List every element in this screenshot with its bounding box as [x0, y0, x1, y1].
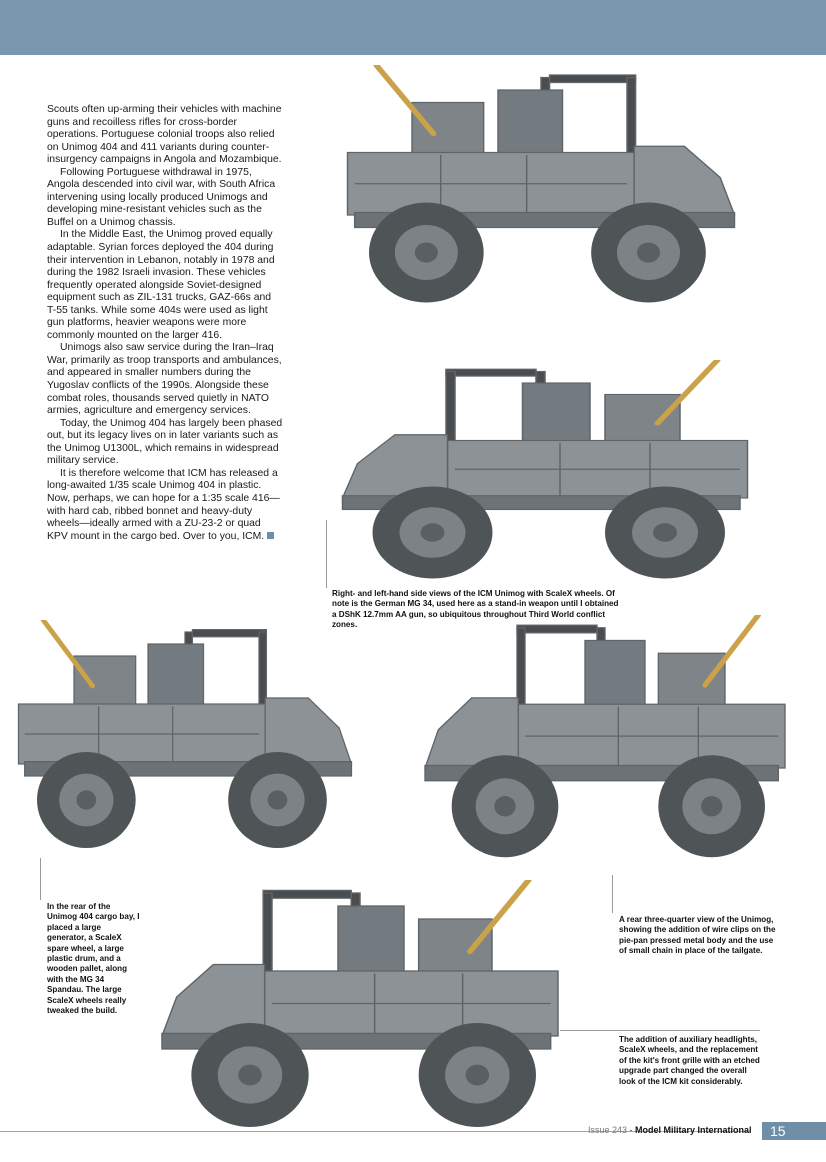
caption-front-view: The addition of auxiliary headlights, Sc…: [619, 1035, 760, 1086]
caption-leader-line: [40, 858, 41, 900]
caption-leader-line: [560, 1030, 760, 1031]
header-band: [0, 0, 826, 55]
caption-leader-line: [612, 875, 613, 913]
footer: Issue 243 - Model Military International: [588, 1125, 752, 1135]
photo-right-side-view: [326, 65, 756, 315]
paragraph: Following Portuguese withdrawal in 1975,…: [47, 166, 276, 228]
photo-front-three-quarter: [140, 880, 580, 1140]
footer-separator: -: [627, 1125, 636, 1135]
paragraph: In the Middle East, the Unimog proved eq…: [47, 229, 275, 341]
paragraph: Today, the Unimog 404 has largely been p…: [47, 417, 283, 467]
paragraph: Unimogs also saw service during the Iran…: [47, 342, 282, 417]
paragraph-final-text: It is therefore welcome that ICM has rel…: [47, 467, 280, 542]
caption-rear-three-quarter: A rear three-quarter view of the Unimog,…: [619, 915, 776, 956]
footer-issue: Issue 243: [588, 1125, 628, 1135]
footer-rule: [0, 1131, 750, 1132]
article-body: Scouts often up-arming their vehicles wi…: [47, 104, 283, 543]
caption-side-views: Right- and left-hand side views of the I…: [332, 589, 619, 630]
photo-left-side-view: [320, 360, 770, 590]
photo-rear-cargo-bay: [0, 620, 370, 860]
caption-leader-line: [326, 520, 327, 588]
end-of-article-marker: [267, 531, 275, 539]
paragraph: Scouts often up-arming their vehicles wi…: [47, 104, 282, 166]
footer-magazine: Model Military International: [635, 1125, 752, 1135]
photo-rear-three-quarter: [405, 615, 805, 870]
page-number-box: [762, 1122, 826, 1140]
page-number: 15: [770, 1123, 786, 1139]
paragraph-final: It is therefore welcome that ICM has rel…: [47, 468, 283, 543]
caption-rear-bay: In the rear of the Unimog 404 cargo bay,…: [47, 902, 140, 1016]
